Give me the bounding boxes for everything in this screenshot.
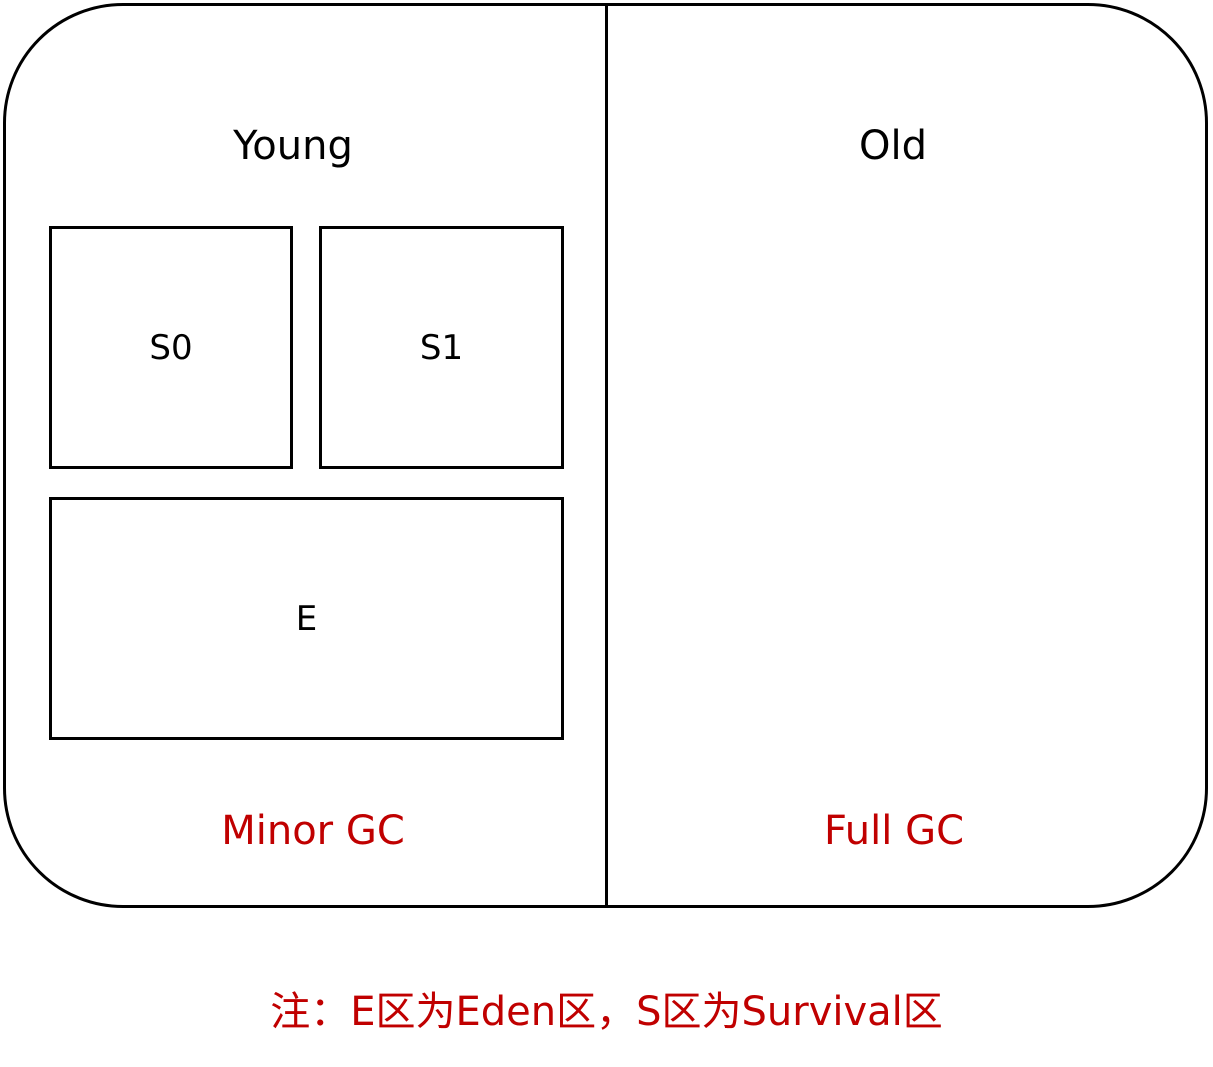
footnote: 注：E区为Eden区，S区为Survival区 xyxy=(270,989,943,1035)
generation-divider xyxy=(605,3,608,908)
survivor-space-s0-label: S0 xyxy=(149,327,193,368)
old-generation-title: Old xyxy=(859,123,927,169)
eden-space: E xyxy=(49,497,564,740)
young-generation-title: Young xyxy=(233,123,353,169)
survivor-space-s1: S1 xyxy=(319,226,564,469)
eden-space-label: E xyxy=(295,598,318,639)
survivor-space-s1-label: S1 xyxy=(419,327,464,368)
full-gc-label: Full GC xyxy=(823,808,965,854)
minor-gc-label: Minor GC xyxy=(221,808,405,854)
survivor-space-s0: S0 xyxy=(49,226,293,469)
